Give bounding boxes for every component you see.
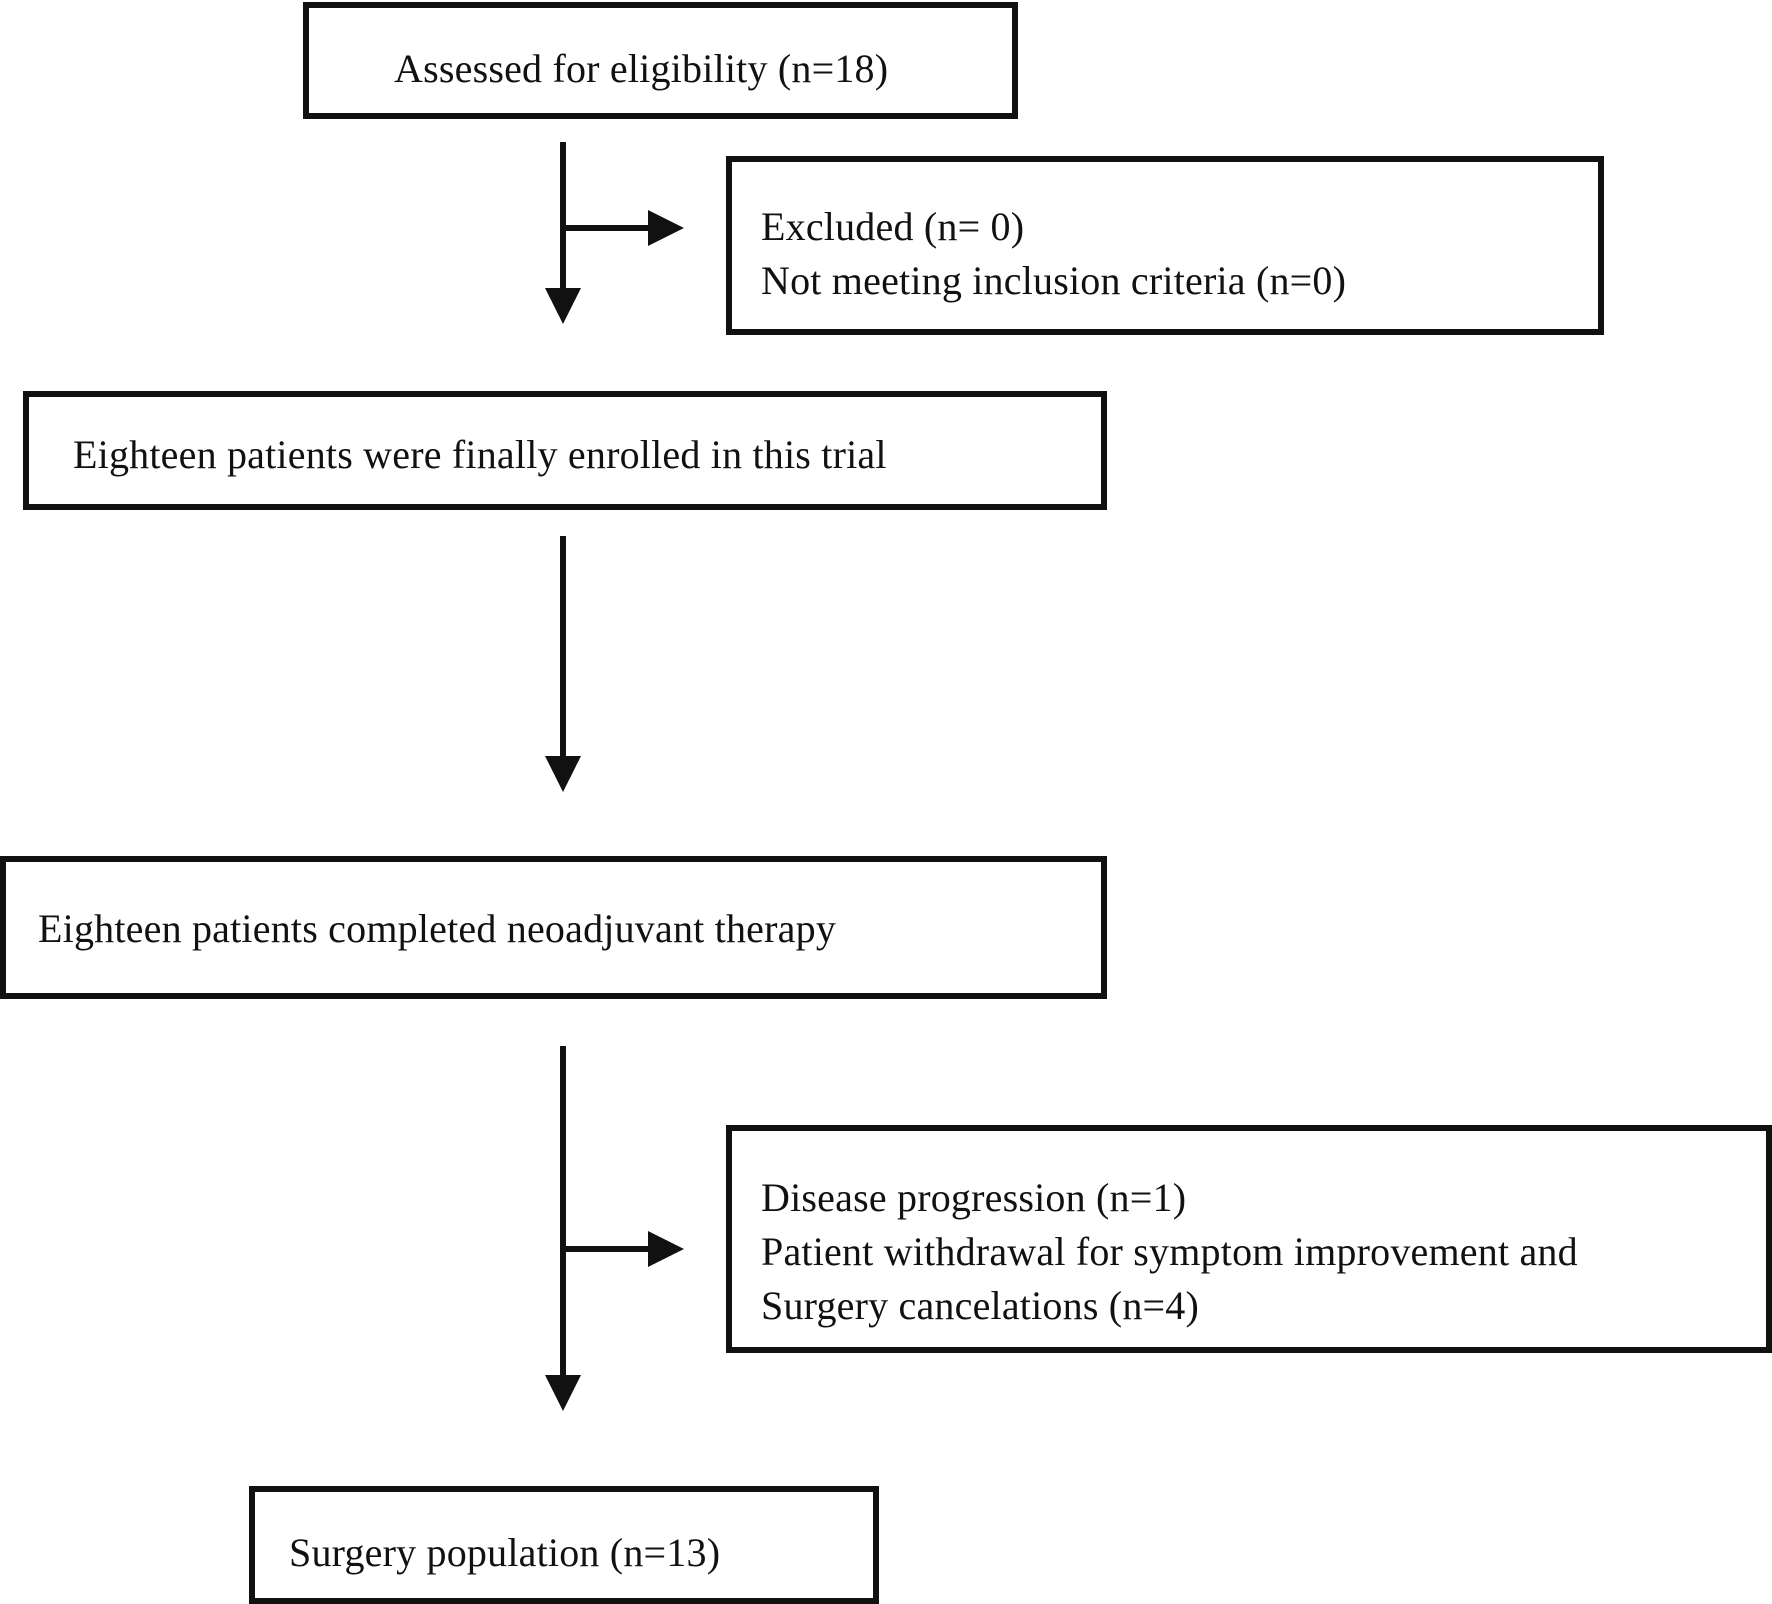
withdrawn-box: Disease progression (n=1) Patient withdr… (726, 1125, 1772, 1353)
excluded-box: Excluded (n= 0) Not meeting inclusion cr… (726, 156, 1604, 335)
exclusion-criteria-text: Not meeting inclusion criteria (n=0) (761, 258, 1347, 303)
surgery-cancelations-text: Surgery cancelations (n=4) (761, 1283, 1199, 1328)
patient-withdrawal-text: Patient withdrawal for symptom improveme… (761, 1229, 1578, 1274)
excluded-text: Excluded (n= 0) (761, 204, 1025, 249)
surgery-population-text: Surgery population (n=13) (289, 1530, 721, 1575)
assessed-text: Assessed for eligibility (n=18) (394, 46, 889, 91)
assessed-box: Assessed for eligibility (n=18) (303, 2, 1018, 119)
disease-progression-text: Disease progression (n=1) (761, 1175, 1187, 1220)
enrolled-box: Eighteen patients were finally enrolled … (23, 391, 1107, 510)
surgery-population-box: Surgery population (n=13) (249, 1486, 879, 1604)
completed-box: Eighteen patients completed neoadjuvant … (0, 856, 1107, 999)
enrolled-text: Eighteen patients were finally enrolled … (73, 432, 887, 477)
completed-text: Eighteen patients completed neoadjuvant … (38, 906, 837, 951)
